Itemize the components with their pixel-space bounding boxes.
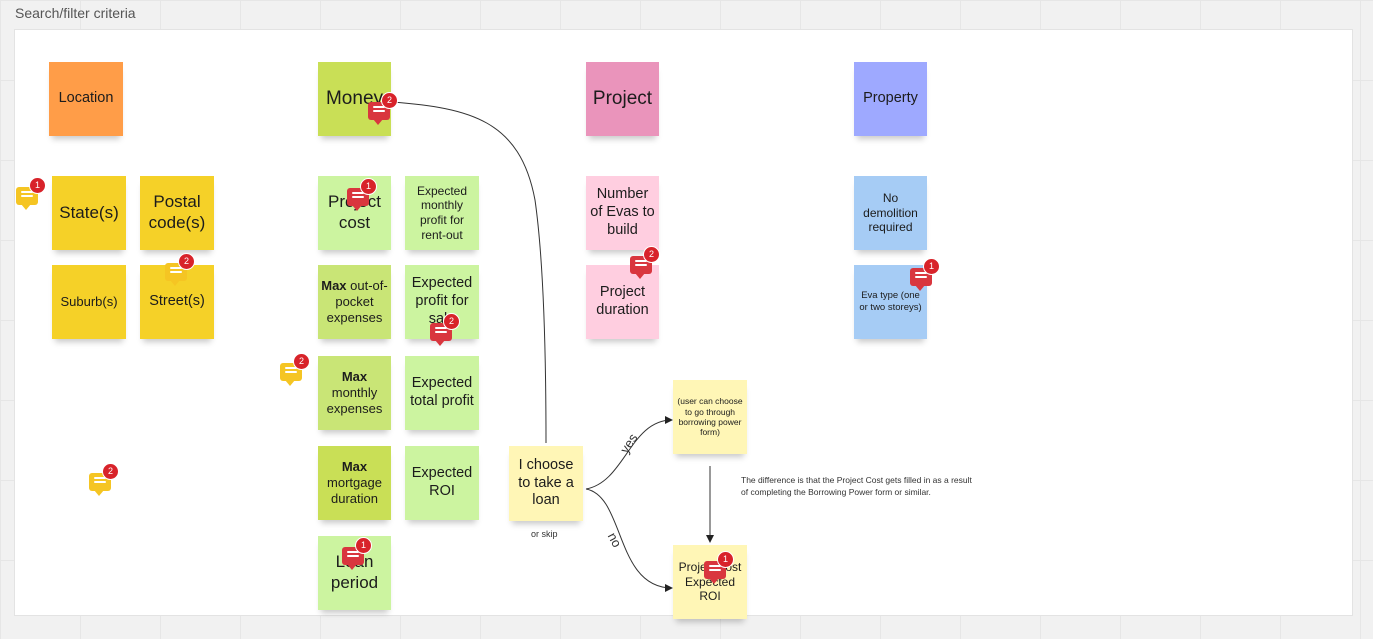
note-max-out-of-pocket[interactable]: Max out-of-pocket expenses xyxy=(318,265,391,339)
comment-icon[interactable]: 2 xyxy=(430,313,460,346)
note-expected-roi[interactable]: Expected ROI xyxy=(405,446,479,520)
comment-count-badge: 1 xyxy=(29,177,46,194)
note-text: Suburb(s) xyxy=(60,294,118,310)
comment-count-badge: 2 xyxy=(178,253,195,270)
comment-count-badge: 2 xyxy=(443,313,460,330)
comment-lines-icon xyxy=(435,327,447,337)
note-expected-total[interactable]: Expected total profit xyxy=(405,356,479,430)
note-text: Number of Evas to build xyxy=(590,186,655,238)
note-text: Street(s) xyxy=(149,293,205,310)
comment-lines-icon xyxy=(352,192,364,202)
difference-note[interactable]: The difference is that the Project Cost … xyxy=(741,475,972,498)
comment-lines-icon xyxy=(21,191,33,201)
comment-lines-icon xyxy=(373,106,385,116)
note-bold: Max xyxy=(321,278,347,294)
note-text: Location xyxy=(58,90,114,107)
comment-lines-icon xyxy=(709,565,721,575)
comment-count-badge: 2 xyxy=(381,92,398,109)
comment-count-badge: 1 xyxy=(923,258,940,275)
note-borrowing-power[interactable]: (user can choose to go through borrowing… xyxy=(673,380,747,454)
note-project[interactable]: Project xyxy=(586,62,659,136)
note-text: (user can choose to go through borrowing… xyxy=(677,396,743,438)
connector-money-loan xyxy=(391,101,547,444)
note-rest: monthly expenses xyxy=(326,385,383,416)
comment-icon[interactable]: 2 xyxy=(630,246,660,279)
comment-lines-icon xyxy=(94,477,106,487)
comment-icon[interactable]: 2 xyxy=(165,253,195,286)
note-bold: Max xyxy=(341,369,368,385)
board-frame[interactable] xyxy=(15,30,1352,615)
note-text: No demolition required xyxy=(863,191,918,235)
comment-lines-icon xyxy=(285,367,297,377)
comment-lines-icon xyxy=(635,260,647,270)
note-text: Expected ROI xyxy=(411,465,473,499)
note-suburb[interactable]: Suburb(s) xyxy=(52,265,126,339)
note-text: Project duration xyxy=(596,284,649,318)
comment-lines-icon xyxy=(347,551,359,561)
note-project-duration[interactable]: Project duration xyxy=(586,265,659,339)
note-text: Project xyxy=(592,88,653,110)
frame-title[interactable]: Search/filter criteria xyxy=(15,5,136,21)
comment-count-badge: 1 xyxy=(717,551,734,568)
comment-count-badge: 2 xyxy=(102,463,119,480)
comment-count-badge: 1 xyxy=(360,178,377,195)
note-loan-choice[interactable]: I choose to take a loan xyxy=(509,446,583,521)
note-rest: mortgage duration xyxy=(327,475,382,506)
note-state[interactable]: State(s) xyxy=(52,176,126,250)
or-skip-label: or skip xyxy=(531,529,558,539)
note-property[interactable]: Property xyxy=(854,62,927,136)
comment-icon[interactable]: 2 xyxy=(89,463,119,496)
comment-icon[interactable]: 2 xyxy=(368,92,398,125)
note-rest: out-of-pocket expenses xyxy=(326,278,388,325)
note-text: Expected total profit xyxy=(410,375,474,409)
comment-icon[interactable]: 1 xyxy=(342,537,372,570)
note-text: Max out-of-pocket expenses xyxy=(321,278,388,326)
note-text: Postal code(s) xyxy=(148,192,206,232)
note-expected-monthly[interactable]: Expected monthly profit for rent-out xyxy=(405,176,479,250)
comment-icon[interactable]: 1 xyxy=(704,551,734,584)
comment-icon[interactable]: 1 xyxy=(910,258,940,291)
comment-lines-icon xyxy=(915,272,927,282)
note-text: I choose to take a loan xyxy=(518,456,574,509)
note-bold: Max xyxy=(341,459,368,475)
comment-count-badge: 1 xyxy=(355,537,372,554)
note-text: Eva type (one or two storeys) xyxy=(859,290,922,313)
note-number-evas[interactable]: Number of Evas to build xyxy=(586,176,659,250)
comment-icon[interactable]: 2 xyxy=(280,353,310,386)
comment-icon[interactable]: 1 xyxy=(347,178,377,211)
note-postal-code[interactable]: Postal code(s) xyxy=(140,176,214,250)
connector-no xyxy=(585,488,673,592)
note-text: Expected profit for sale xyxy=(411,275,473,327)
note-text: Expected monthly profit for rent-out xyxy=(416,183,468,242)
note-text: Property xyxy=(863,90,918,107)
comment-count-badge: 2 xyxy=(643,246,660,263)
note-location[interactable]: Location xyxy=(49,62,123,136)
comment-icon[interactable]: 1 xyxy=(16,177,46,210)
note-text: State(s) xyxy=(59,202,119,222)
note-no-demolition[interactable]: No demolition required xyxy=(854,176,927,250)
comment-count-badge: 2 xyxy=(293,353,310,370)
comment-lines-icon xyxy=(170,267,182,277)
connector-yes xyxy=(585,416,673,490)
